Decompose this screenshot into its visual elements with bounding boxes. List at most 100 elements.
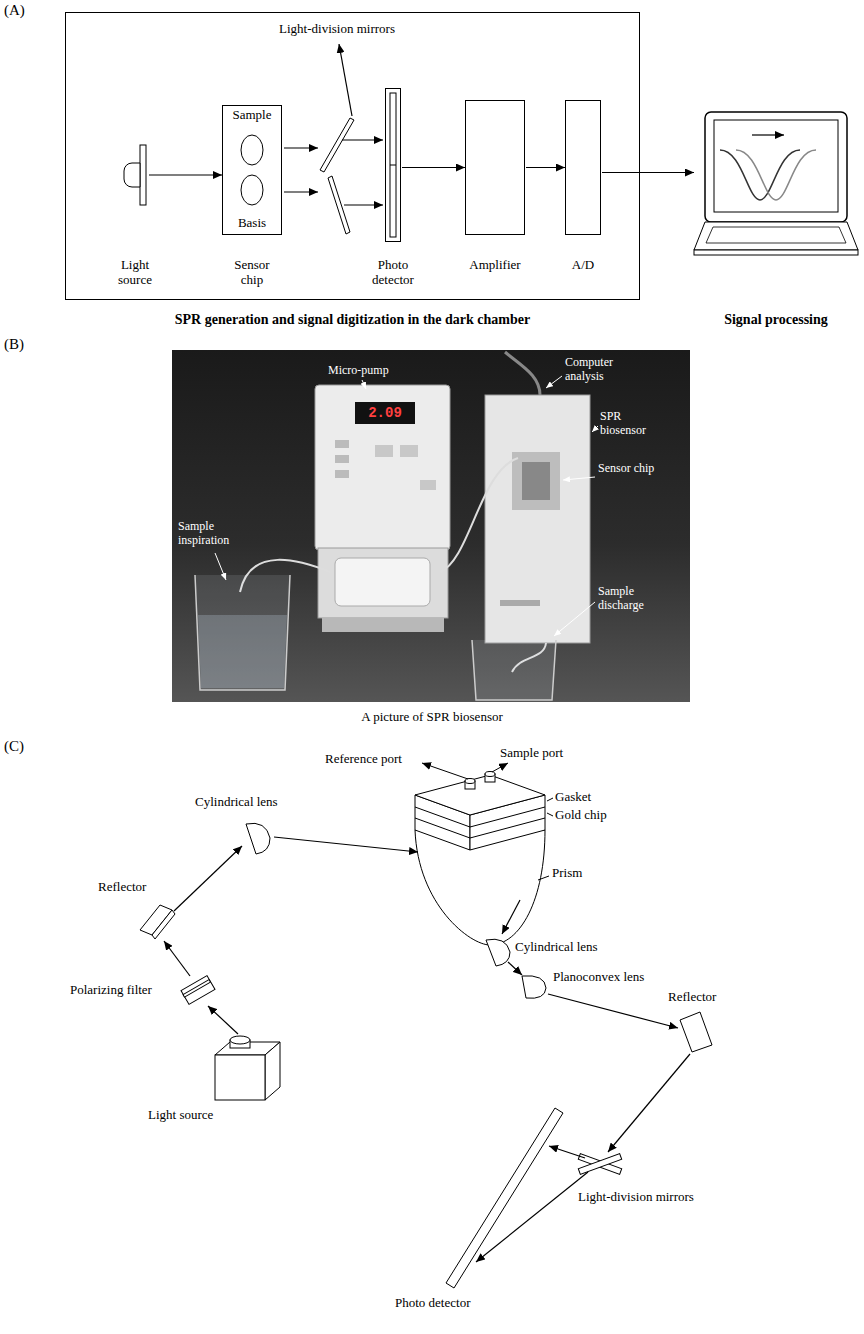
figure-label: (C) — [4, 738, 44, 755]
node-label: Sensor chip — [224, 258, 280, 288]
drawing-rect — [390, 93, 396, 237]
drawing-polygon — [320, 118, 354, 172]
drawing-line — [422, 763, 468, 779]
light-source: Light source — [122, 143, 148, 207]
drawing-path — [124, 163, 140, 187]
drawing-line — [164, 941, 190, 976]
figure-label: 2.09 — [355, 405, 415, 421]
drawing-path — [246, 823, 270, 854]
drawing-ellipse — [241, 135, 263, 165]
figure-label: Prism — [552, 866, 602, 881]
drawing-ellipse — [230, 1036, 250, 1044]
drawing-path — [195, 575, 290, 690]
figure-label: A picture of SPR biosensor — [0, 710, 864, 725]
drawing-line — [362, 380, 366, 389]
drawing-path — [440, 458, 518, 572]
spr-biosensor-box — [485, 395, 590, 643]
drawing-rect — [420, 480, 436, 490]
drawing-rect — [315, 385, 450, 550]
figure-label: Sample port — [500, 746, 580, 761]
drawing-rect — [335, 470, 349, 478]
beakers — [195, 575, 556, 700]
figure-label: Polarizing filter — [70, 983, 180, 998]
drawing-polygon — [446, 1108, 563, 1288]
figure-label: Sensor chip — [598, 462, 658, 476]
figure-label: Light-division mirrors — [578, 1190, 718, 1205]
drawing-rect — [375, 445, 393, 457]
light-division-mirrors — [320, 118, 354, 234]
drawing-line — [390, 165, 396, 166]
figure-label: Gold chip — [555, 808, 625, 823]
dark-chamber: SPR generation and signal digitization i… — [65, 12, 640, 300]
leader-lines — [422, 763, 553, 880]
drawing-polygon — [706, 227, 846, 243]
drawing-line — [502, 900, 520, 934]
sample-wells — [241, 135, 263, 205]
drawing-line — [476, 1172, 588, 1262]
laptop: Signal processing — [694, 110, 858, 257]
amplifier-box: Amplifier — [465, 100, 525, 235]
drawing-line — [274, 837, 418, 852]
drawing-rect — [181, 976, 215, 1005]
drawing-rect — [705, 112, 847, 222]
drawing-rect — [172, 350, 690, 702]
drawing-rect — [215, 1055, 265, 1100]
photo-detector: Photo detector — [385, 88, 401, 242]
figure-label: Gasket — [555, 790, 615, 805]
drawing-rect — [714, 120, 838, 212]
drawing-line — [174, 846, 242, 911]
figure-label: Reference port — [325, 752, 425, 767]
drawing-line — [538, 876, 549, 880]
drawing-rect — [400, 445, 418, 457]
connector-arrow — [602, 172, 694, 173]
drawing-line — [752, 134, 784, 135]
drawing-polygon — [265, 1042, 280, 1100]
connector-arrow — [149, 174, 222, 175]
figure-label: Reflector — [98, 880, 168, 895]
drawing-rect — [694, 250, 858, 255]
figure-label: Light source — [148, 1108, 238, 1123]
micro-pump — [315, 385, 450, 632]
node-label: Light source — [108, 258, 162, 288]
drawing-rect — [335, 455, 349, 463]
drawing-rect — [355, 402, 415, 424]
drawing-rect — [578, 1154, 621, 1175]
drawing-polyline — [415, 818, 545, 838]
drawing-line — [508, 962, 522, 975]
drawing-line — [342, 139, 383, 140]
drawing-rect — [335, 558, 430, 606]
figure-label: Planoconvex lens — [553, 970, 673, 985]
optics — [140, 823, 712, 1288]
figure-label: Sample discharge — [598, 585, 668, 613]
drawing-line — [592, 426, 598, 432]
leader-lines — [215, 376, 598, 636]
adc-box: A/D — [565, 100, 601, 235]
node-label: Basis — [222, 216, 282, 231]
drawing-line — [548, 994, 678, 1028]
figure-label: Reflector — [668, 990, 738, 1005]
node-label: A/D — [553, 258, 613, 273]
figure-label: SPR biosensor — [600, 410, 670, 438]
drawing-rect — [322, 618, 444, 632]
drawing-polygon — [415, 775, 545, 815]
drawing-polygon — [680, 1012, 712, 1052]
drawing-rect — [512, 452, 560, 510]
drawing-line — [547, 813, 553, 816]
drawing-line — [608, 1054, 690, 1152]
drawing-polyline — [415, 807, 545, 827]
node-label: Sample — [222, 108, 282, 123]
detector-slit — [390, 93, 396, 237]
drawing-line — [284, 147, 318, 148]
drawing-rect — [318, 548, 448, 618]
figure-label: (B) — [4, 336, 44, 353]
photo — [172, 350, 690, 702]
figure-label: Computer analysis — [565, 356, 627, 384]
drawing-path — [505, 352, 540, 395]
figure-label: Sample inspiration — [178, 520, 258, 548]
figure-label: (A) — [4, 2, 44, 19]
drawing-line — [284, 191, 318, 192]
drawing-rect — [578, 1154, 621, 1175]
